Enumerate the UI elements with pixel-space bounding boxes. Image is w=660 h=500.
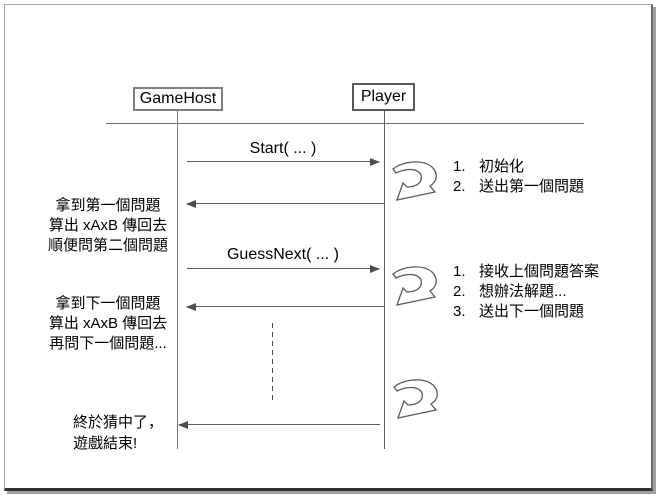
slide-canvas: GameHost Player Start( ... ) GuessNext( … [4, 4, 653, 491]
note-line: 終於猜中了， [73, 414, 164, 431]
note-gamehost-2: 拿到下一個問題 算出 xAxB 傳回去 再問下一個問題... [27, 294, 189, 354]
note-line: 算出 xAxB 傳回去 [48, 217, 168, 234]
note-line: 1. 初始化 [453, 157, 584, 177]
list-text: 想辦法解題... [479, 283, 567, 300]
dashed-continuation-line [272, 323, 273, 402]
note-line: 順便問第二個問題 [47, 237, 168, 254]
note-player-steps-2: 1. 接收上個問題答案 2. 想辦法解題... 3. 送出下一個問題 [453, 262, 599, 322]
message-label-guessnext: GuessNext( ... ) [226, 246, 340, 263]
actor-label-player: Player [360, 88, 407, 105]
lifeline-gamehost [177, 111, 178, 449]
list-text: 送出下一個問題 [479, 303, 585, 320]
note-line: 2. 想辦法解題... [453, 282, 599, 302]
return-arrow-1 [186, 199, 384, 208]
note-line: 1. 接收上個問題答案 [453, 262, 599, 282]
lifeline-player [384, 111, 385, 449]
list-text: 送出第一個問題 [479, 178, 585, 195]
list-number: 3. [453, 303, 466, 320]
note-line: 再問下一個問題... [49, 335, 167, 352]
return-arrow-3 [178, 420, 380, 429]
note-gamehost-3: 終於猜中了， 遊戲結束! [73, 412, 163, 454]
message-label-start: Start( ... ) [249, 140, 317, 157]
note-line: 2. 送出第一個問題 [453, 177, 584, 197]
list-number: 1. [453, 263, 466, 280]
list-number: 2. [453, 178, 466, 195]
loop-arrow-icon [393, 379, 438, 419]
note-line: 3. 送出下一個問題 [453, 302, 599, 322]
note-line: 拿到第一個問題 [55, 197, 161, 214]
note-line: 拿到下一個問題 [55, 295, 161, 312]
loop-arrow-icon [392, 161, 437, 201]
return-arrow-2 [186, 302, 384, 311]
note-player-steps-1: 1. 初始化 2. 送出第一個問題 [453, 157, 584, 197]
message-arrow-start [187, 157, 380, 166]
actor-box-gamehost: GameHost [133, 87, 223, 111]
message-arrow-guessnext [187, 264, 380, 273]
actor-label-gamehost: GameHost [139, 90, 217, 107]
separator-line [106, 123, 584, 124]
loop-arrow-icon [392, 266, 437, 306]
note-gamehost-1: 拿到第一個問題 算出 xAxB 傳回去 順便問第二個問題 [27, 196, 189, 256]
note-line: 遊戲結束! [73, 435, 138, 452]
actor-box-player: Player [352, 83, 415, 111]
list-number: 2. [453, 283, 466, 300]
list-number: 1. [453, 158, 466, 175]
note-line: 算出 xAxB 傳回去 [48, 315, 168, 332]
list-text: 初始化 [479, 158, 525, 175]
list-text: 接收上個問題答案 [479, 263, 600, 280]
